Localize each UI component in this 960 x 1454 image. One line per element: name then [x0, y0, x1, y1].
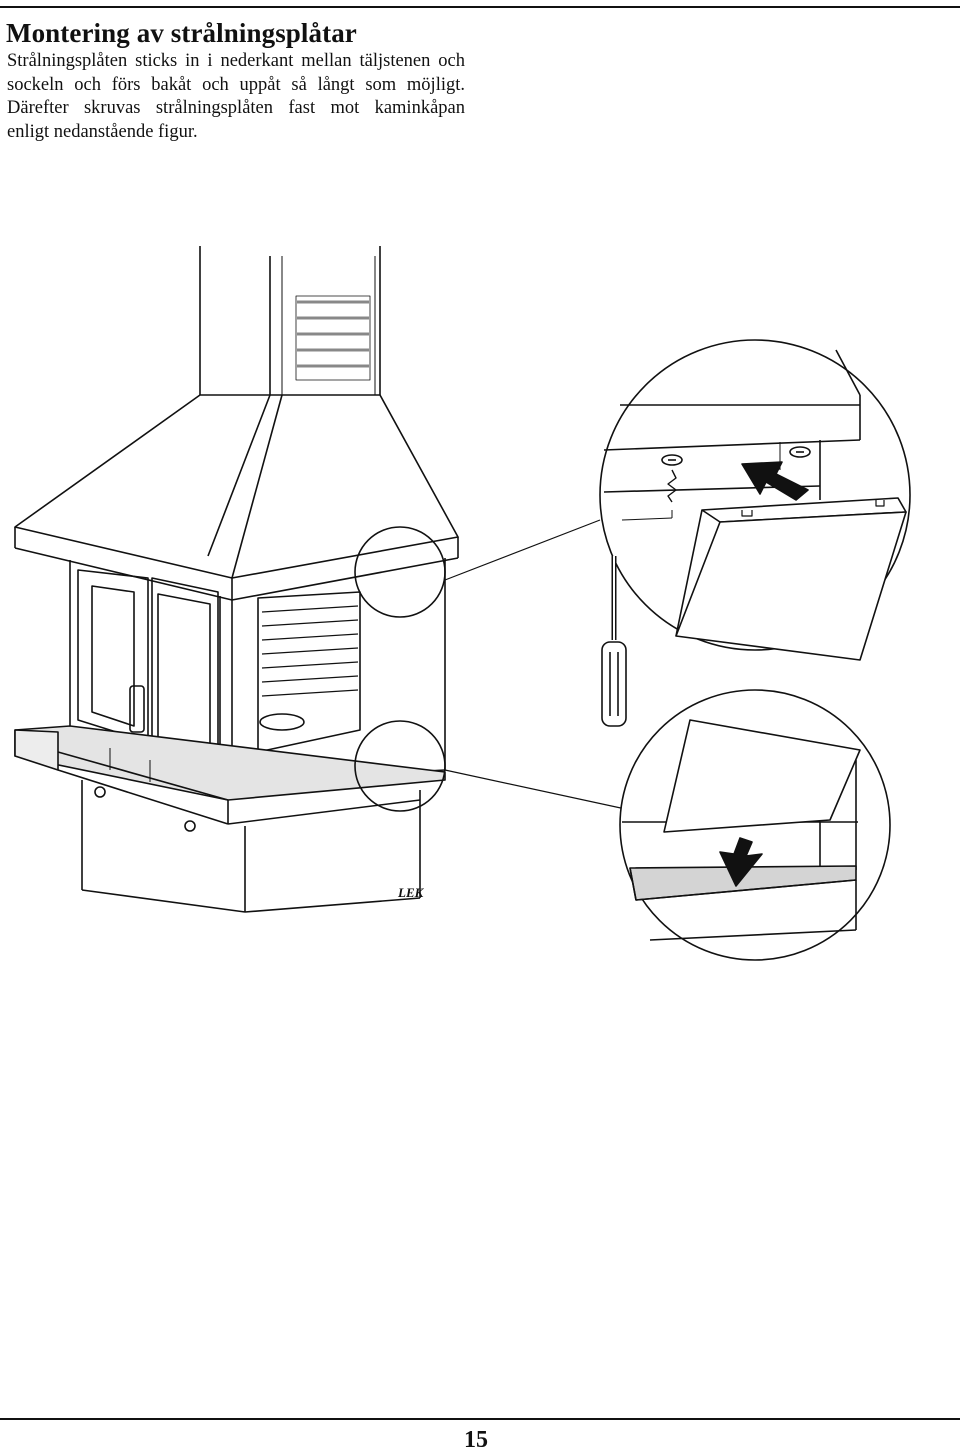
brand-label: LEK [397, 885, 425, 900]
hearth-stone [14, 725, 446, 825]
page-number: 15 [464, 1427, 488, 1453]
base-socket [81, 780, 421, 913]
screwdriver-icon [601, 556, 627, 727]
top-rule [0, 6, 960, 8]
leader-line-bottom [444, 769, 631, 811]
paragraph-line: Därefter skruvas strålningsplåten fast m… [7, 98, 465, 118]
instruction-paragraph: Strålningsplåten sticks in i nederkant m… [7, 50, 465, 144]
bottom-rule [0, 1418, 960, 1420]
fireplace-installation-figure: LEK [14, 246, 911, 961]
paragraph-line: Strålningsplåten sticks in i nederkant m… [7, 51, 465, 71]
chimney [199, 246, 381, 395]
page-title: Montering av strålningsplåtar [6, 18, 357, 48]
paragraph-line: sockeln och förs bakåt och uppåt så lång… [7, 74, 465, 95]
detail-view-top [599, 339, 911, 727]
paragraph-line: enligt nedanstående figur. [7, 121, 198, 142]
detail-view-bottom [619, 689, 891, 961]
hood [14, 394, 459, 601]
detail-circle-bottom [354, 720, 446, 812]
detail-circle-top [354, 526, 446, 618]
leader-line-top [444, 519, 601, 581]
